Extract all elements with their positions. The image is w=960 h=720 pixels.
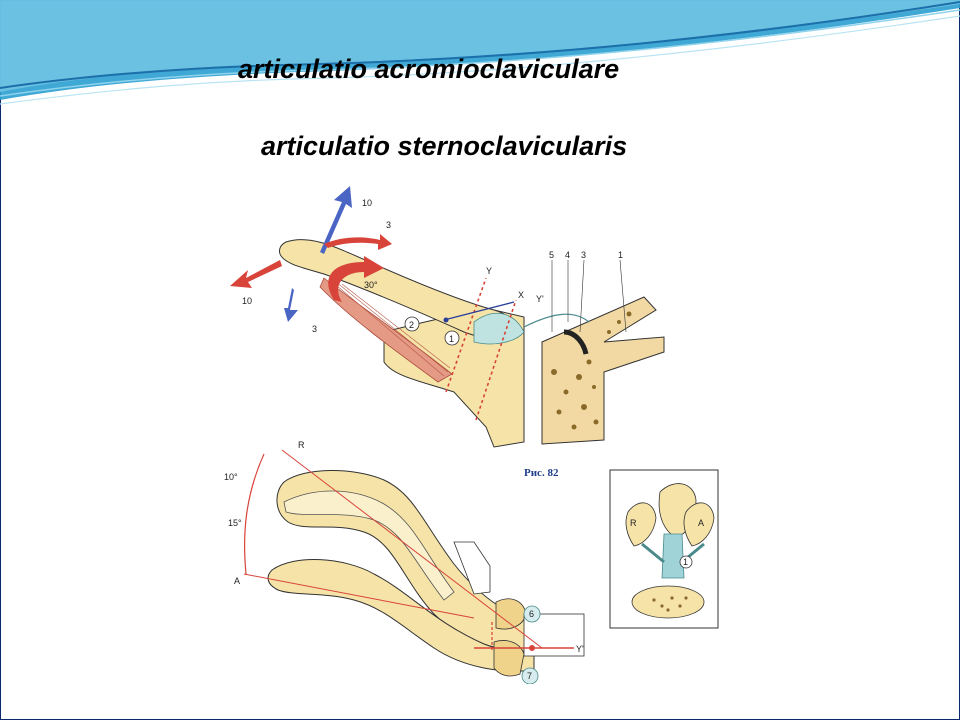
label-axis-x: X — [518, 290, 524, 300]
label-15-degrees: 15° — [228, 518, 242, 528]
top-clavicle-illustration — [230, 186, 665, 448]
callout-6: 6 — [529, 609, 534, 619]
label-30-degrees: 30° — [364, 280, 378, 290]
callout-1: 1 — [449, 334, 454, 344]
inset-label-r: R — [630, 518, 637, 528]
figure-caption: Рис. 82 — [524, 467, 559, 479]
slide-title-sternoclavicular: articulatio sternoclavicularis — [261, 131, 628, 161]
label-10-degrees: 10° — [224, 472, 238, 482]
header-wave-decoration — [0, 0, 960, 105]
callout-7: 7 — [527, 671, 532, 681]
inset-callout-1: 1 — [683, 557, 688, 567]
label-a: A — [234, 576, 240, 586]
label-r: R — [298, 440, 305, 450]
label-num-3: 3 — [581, 250, 586, 260]
callout-2: 2 — [409, 320, 414, 330]
inset-sternoclavicular-diagram — [609, 469, 719, 629]
clavicle-anatomy-figure: 10 3 30° 10 3 Y X Y' 5 4 3 1 2 1 Рис. 82… — [224, 182, 720, 684]
bottom-clavicle-rotation-illustration — [243, 449, 585, 684]
label-num-1: 1 — [618, 250, 623, 260]
label-y-prime-bottom: Y' — [576, 644, 584, 654]
label-num-5: 5 — [549, 250, 554, 260]
inset-label-a: A — [698, 518, 704, 528]
label-3-left: 3 — [312, 324, 317, 334]
slide-title-acromioclavicular: articulatio acromioclaviculare — [238, 54, 620, 84]
label-axis-y: Y — [486, 266, 492, 276]
label-3-top: 3 — [386, 220, 391, 230]
label-10-left: 10 — [242, 296, 252, 306]
label-num-4: 4 — [565, 250, 570, 260]
label-axis-y-prime: Y' — [536, 294, 544, 304]
label-10-top: 10 — [362, 198, 372, 208]
